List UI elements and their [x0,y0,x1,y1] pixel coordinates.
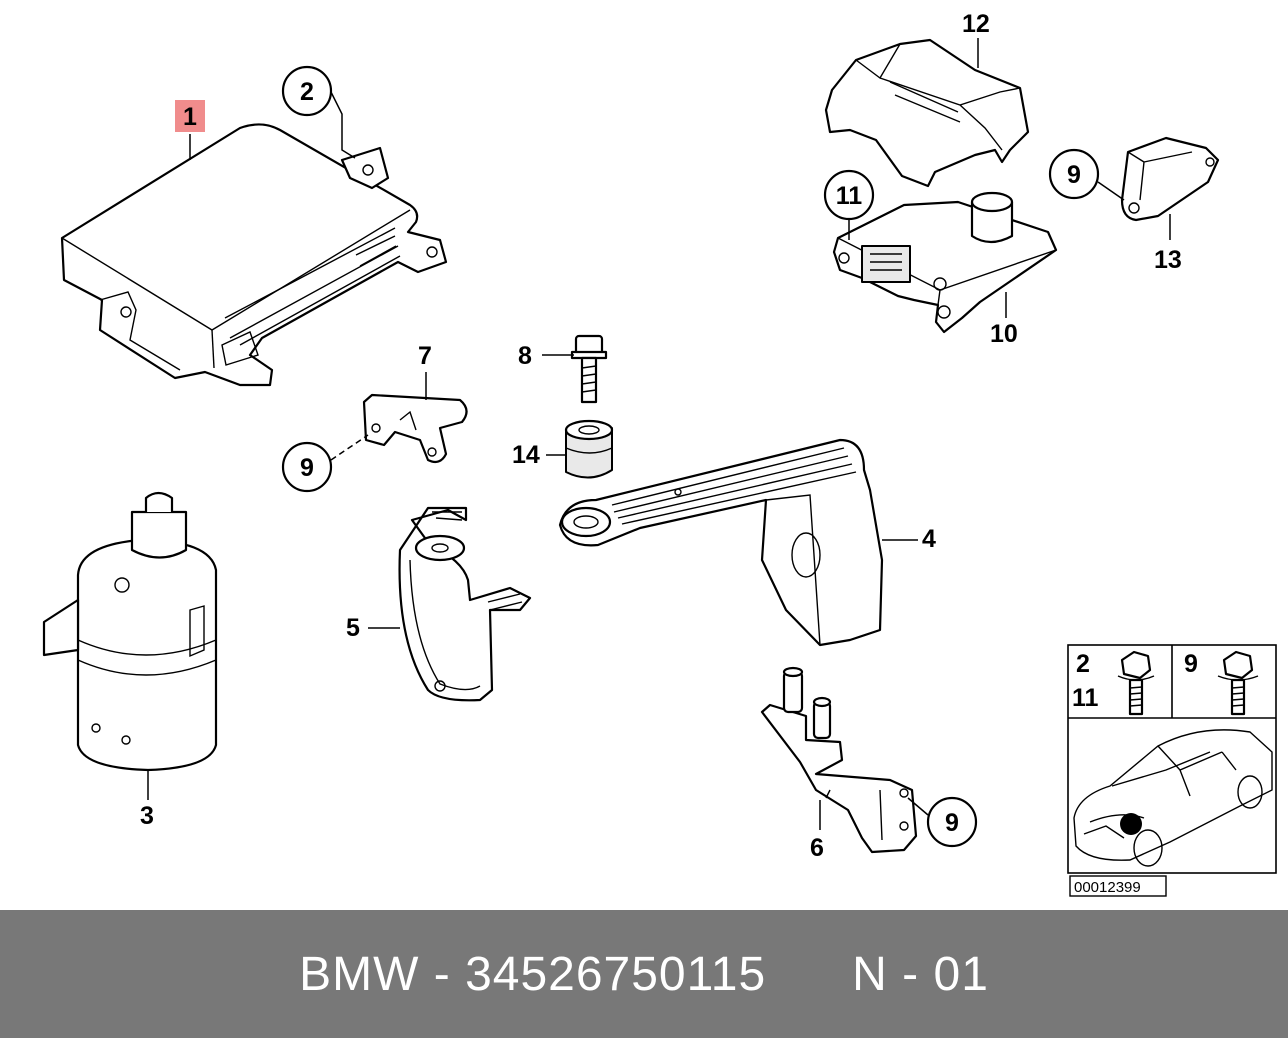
inset-label-11: 11 [1072,684,1099,712]
svg-text:9: 9 [945,809,959,837]
svg-text:2: 2 [300,78,314,106]
callout-10: 10 [990,320,1018,348]
part-5-clamp[interactable] [398,506,532,702]
part-6-bracket-with-studs[interactable] [760,666,918,854]
part-1-control-unit[interactable] [60,123,448,387]
footer-part-number: 34526750115 [465,947,767,1001]
svg-text:9: 9 [1067,161,1081,189]
callout-3: 3 [140,802,154,830]
callout-12: 12 [962,10,990,38]
footer-bar: BMW - 34526750115 N - 01 [0,910,1288,1038]
part-14-rubber-mount[interactable] [564,419,614,479]
callout-11: 11 [823,169,875,240]
part-12-cover[interactable] [824,38,1030,188]
callout-7: 7 [418,342,432,370]
svg-text:1: 1 [183,103,197,131]
part-8-bolt[interactable] [570,334,608,404]
callout-14: 14 [512,441,540,469]
callout-5: 5 [346,614,360,642]
footer-position: N - 01 [852,947,989,1001]
svg-text:9: 9 [300,454,314,482]
inset-label-2: 2 [1076,650,1090,678]
inset-car-locator-icon [1073,729,1273,867]
callout-13: 13 [1154,246,1182,274]
callout-6: 6 [810,834,824,862]
part-3-pump[interactable] [42,491,218,800]
footer-separator: - [419,947,466,1001]
parts-diagram: 2 1 3 7 9 8 [42,10,1277,897]
part-13-small-bracket[interactable] [1120,136,1220,222]
inset-label-9: 9 [1184,650,1198,678]
inset-bolt-icon-9 [1217,650,1259,716]
callout-8: 8 [518,342,532,370]
part-10-sensor-module[interactable] [832,191,1058,334]
callout-2: 2 [281,65,356,159]
callout-1-highlighted: 1 [175,100,205,160]
footer-brand: BMW [299,947,420,1001]
part-7-bracket[interactable] [362,393,468,464]
svg-text:11: 11 [836,182,863,210]
inset-bolt-icon-2-11 [1117,650,1155,716]
callout-4: 4 [922,525,936,553]
inset-panel: 2 11 9 00012399 [1067,644,1277,897]
callout-9-bottom: 9 [907,796,978,848]
inset-image-number: 00012399 [1074,879,1141,896]
callout-9-right: 9 [1048,148,1125,201]
part-4-carrier-arm[interactable] [558,438,884,647]
callout-9-left: 9 [281,434,369,493]
